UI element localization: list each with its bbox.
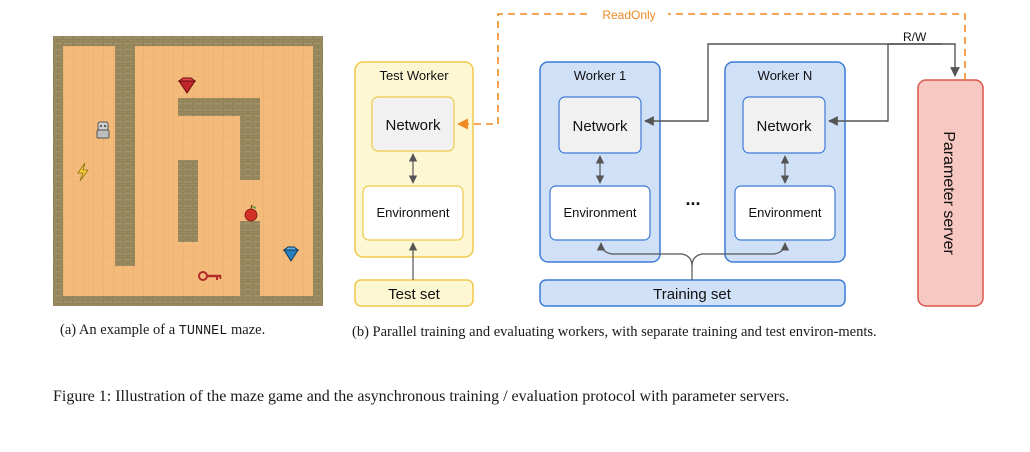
worker-1-title: Worker 1 [574,68,627,83]
test-worker: Test Worker Network Environment [354,61,474,258]
test-environment-box [362,185,464,241]
worker-1-environment-label: Environment [564,205,637,220]
rw-connections: R/W [644,30,960,126]
training-set: Training set [539,242,846,307]
workers-ellipsis: ... [685,189,700,209]
parameter-server-label: Parameter server [940,131,957,255]
worker-1-network-label: Network [572,118,628,135]
test-network-label: Network [385,117,441,134]
worker-n-title: Worker N [758,68,813,83]
maze-walls [53,36,323,306]
worker-n: Worker N Network Environment [724,61,846,263]
worker-n-network-label: Network [756,118,812,135]
rw-label: R/W [903,30,927,44]
worker-1-network-box [558,96,642,154]
training-set-label: Training set [653,286,732,303]
readonly-label: ReadOnly [602,8,655,22]
worker-n-network-box [742,96,826,154]
apple-icon [244,204,258,222]
lightning-icon [77,162,89,182]
robot-agent-icon [96,121,110,139]
test-worker-title: Test Worker [379,68,449,83]
tunnel-maze [53,36,323,306]
worker-1-environment-box [549,185,651,241]
caption-a-maze-name: TUNNEL [178,324,228,339]
parameter-server: Parameter server [917,79,984,307]
gem-blue-icon [282,246,300,262]
test-environment-label: Environment [377,205,450,220]
caption-b: (b) Parallel training and evaluating wor… [352,324,877,340]
worker-n-environment-box [734,185,836,241]
worker-1: Worker 1 Network Environment [539,61,661,263]
caption-a-prefix: (a) An example of a [60,322,179,338]
figure-caption: Figure 1: Illustration of the maze game … [53,388,790,405]
training-protocol-diagram: Test Worker Network Environment Test set… [354,7,984,307]
caption-a: (a) An example of a TUNNEL maze. [60,322,265,339]
readonly-connection: ReadOnly [456,7,966,130]
test-set: Test set [354,242,474,307]
test-set-label: Test set [388,286,441,303]
test-network-box [371,96,455,152]
key-icon [198,271,222,281]
caption-a-suffix: maze. [227,322,266,338]
worker-n-environment-label: Environment [749,205,822,220]
gem-red-icon [177,77,197,94]
